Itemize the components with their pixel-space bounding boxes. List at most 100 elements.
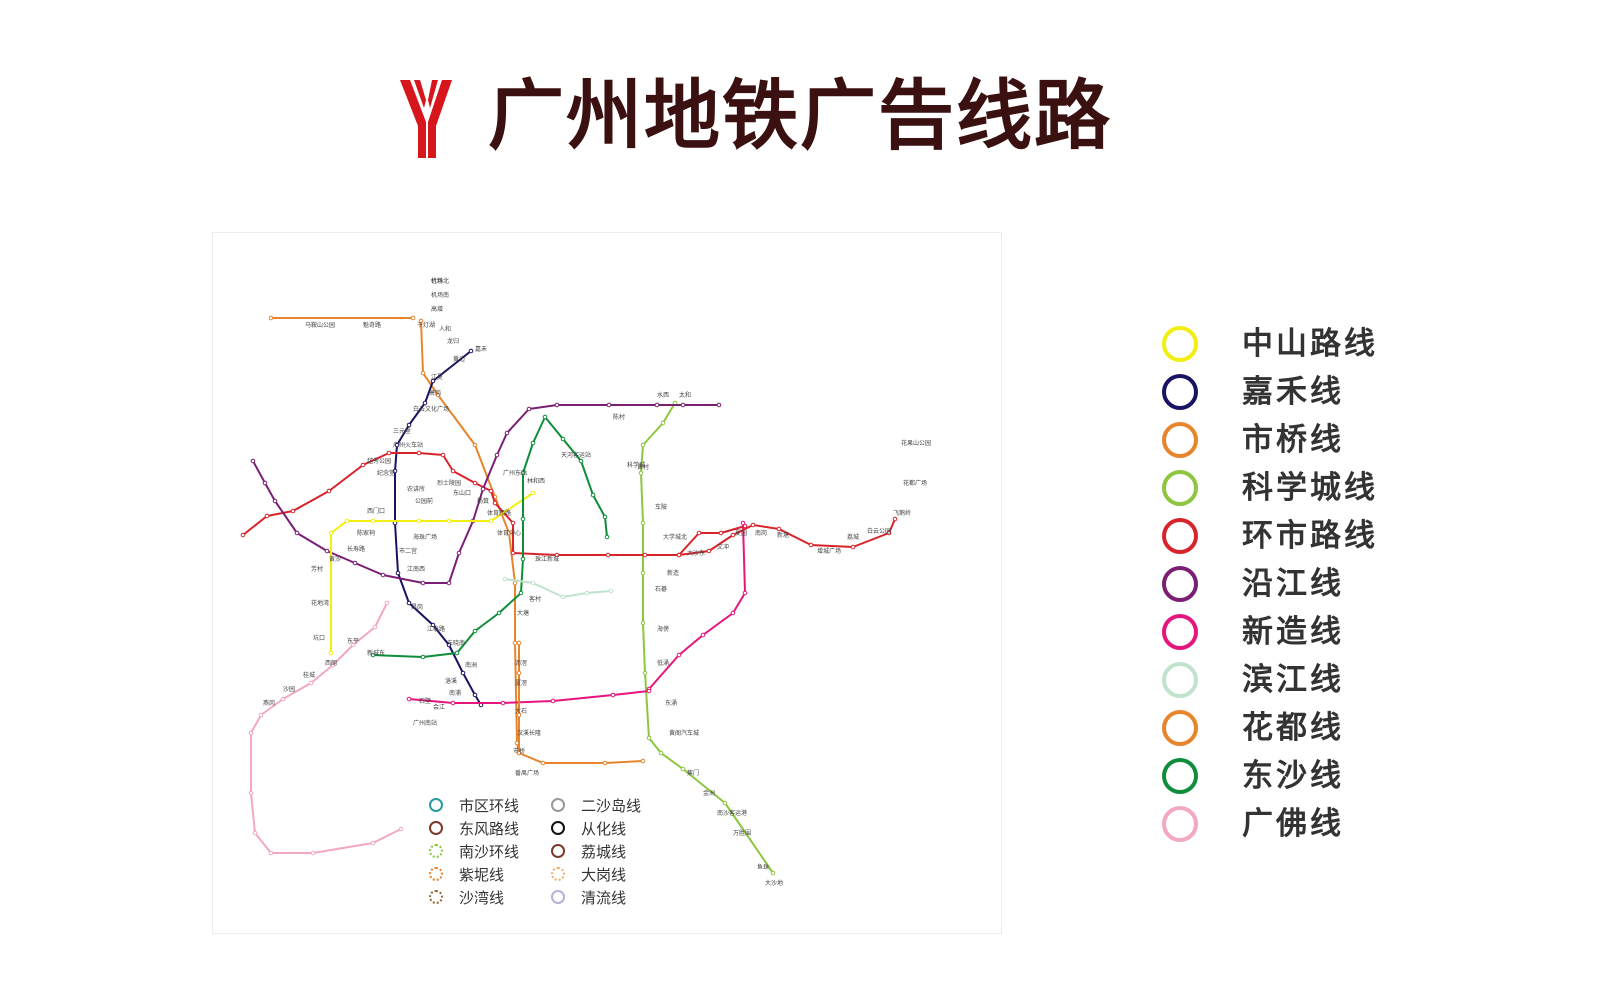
station-dot — [252, 830, 258, 836]
station-dot — [642, 552, 648, 558]
station-dot — [446, 580, 452, 586]
station-label: 烈士陵园 — [437, 479, 461, 487]
line-legend-item[interactable]: 环市路线 — [1162, 512, 1422, 560]
station-dot — [554, 552, 560, 558]
station-dot — [660, 420, 666, 426]
station-dot — [892, 516, 898, 522]
ring-icon — [1162, 662, 1198, 698]
metro-route-map: 机场北机场南高增人和龙归嘉禾黄边江夏萧岗白云文化广场三元里广州火车站越秀公园纪念… — [240, 277, 931, 887]
ring-icon — [1162, 374, 1198, 410]
station-label: 新造 — [667, 569, 679, 577]
station-label: 洛溪 — [445, 677, 457, 685]
station-dot — [706, 548, 712, 554]
map-legend-label: 清流线 — [581, 889, 627, 907]
station-label: 千灯湖 — [417, 321, 435, 329]
station-label: 公园前 — [415, 497, 433, 505]
station-dot — [512, 580, 518, 586]
station-dot — [516, 670, 522, 676]
station-label: 杨箕 — [477, 497, 489, 505]
station-label: 江夏 — [431, 374, 443, 381]
station-dot — [516, 750, 522, 756]
station-dot — [406, 422, 412, 428]
station-label: 人和 — [439, 325, 451, 333]
station-label: 广州火车站 — [393, 441, 423, 449]
station-dot — [446, 642, 452, 648]
station-dot — [640, 442, 646, 448]
station-dot — [520, 556, 526, 562]
station-dot — [372, 624, 378, 630]
station-dot — [268, 315, 274, 321]
station-label: 大沙东 — [687, 549, 705, 557]
station-dot — [440, 452, 446, 458]
station-label: 市二宫 — [399, 547, 417, 555]
station-label: 白云公园 — [867, 527, 891, 535]
line-legend-item[interactable]: 东沙线 — [1162, 752, 1422, 800]
station-label: 白云文化广场 — [413, 405, 449, 413]
station-label: 车陂 — [655, 503, 667, 511]
station-dot — [430, 622, 436, 628]
station-dot — [530, 580, 536, 586]
station-dot — [435, 392, 441, 398]
station-dot — [590, 492, 596, 498]
station-dot — [328, 650, 334, 656]
line-legend-item[interactable]: 花都线 — [1162, 704, 1422, 752]
station-dot — [540, 760, 546, 766]
station-label: 桂城 — [303, 671, 315, 679]
station-dot — [420, 370, 426, 376]
station-dot — [488, 518, 494, 524]
station-dot — [384, 600, 390, 606]
line-legend-item[interactable]: 滨江线 — [1162, 656, 1422, 704]
station-dot — [344, 518, 350, 524]
station-dot — [560, 594, 566, 600]
station-label: 新塘 — [777, 531, 789, 539]
station-dot — [554, 402, 560, 408]
station-label: 嘉禾 — [475, 345, 487, 353]
station-dot — [696, 530, 702, 536]
line-legend-item[interactable]: 市桥线 — [1162, 416, 1422, 464]
station-label: 厦滘 — [515, 679, 527, 687]
station-label: 鱼珠 — [757, 863, 769, 871]
station-label: 夏园 — [735, 530, 747, 537]
line-legend-item[interactable]: 中山路线 — [1162, 320, 1422, 368]
station-dot — [510, 550, 516, 556]
map-legend-label: 市区环线 — [459, 797, 520, 815]
line-legend-item[interactable]: 沿江线 — [1162, 560, 1422, 608]
station-label: 花都广场 — [903, 479, 927, 487]
station-label: 石壁 — [419, 697, 431, 705]
metro-map[interactable]: 机场北机场南高增人和龙归嘉禾黄边江夏萧岗白云文化广场三元里广州火车站越秀公园纪念… — [212, 232, 1002, 934]
station-dot — [310, 850, 316, 856]
line-legend-item[interactable]: 新造线 — [1162, 608, 1422, 656]
guangzhou-metro-logo-icon — [400, 80, 452, 158]
station-dot — [420, 654, 426, 660]
station-label: 黄沙 — [329, 555, 341, 563]
ring-icon — [1162, 470, 1198, 506]
station-dot — [488, 488, 494, 494]
metro-line-route — [252, 404, 719, 584]
map-legend-label: 东风路线 — [459, 820, 520, 838]
station-dot — [248, 790, 254, 796]
logo-left-arm — [400, 80, 426, 158]
station-dot — [646, 735, 652, 741]
metro-line-route — [394, 350, 482, 706]
station-dot — [328, 530, 334, 536]
station-dot — [248, 730, 254, 736]
logo-right-arm — [428, 80, 452, 158]
station-dot — [262, 480, 268, 486]
ring-icon — [429, 798, 443, 812]
line-legend-item[interactable]: 广佛线 — [1162, 800, 1422, 848]
station-label: 沙园 — [283, 686, 295, 693]
station-label: 龙归 — [447, 337, 459, 345]
station-label: 天河客运站 — [561, 451, 591, 459]
station-dot — [604, 534, 610, 540]
station-dot — [730, 532, 736, 538]
line-legend-item[interactable]: 嘉禾线 — [1162, 368, 1422, 416]
line-legend-item[interactable]: 科学城线 — [1162, 464, 1422, 512]
station-label: 花地湾 — [311, 599, 329, 607]
station-label: 大石 — [515, 707, 527, 715]
station-label: 新城东 — [367, 649, 385, 657]
station-dot — [518, 590, 524, 596]
station-dot — [380, 572, 386, 578]
station-label: 南沙客运港 — [717, 809, 747, 817]
station-dot — [640, 520, 646, 526]
station-label: 农讲所 — [407, 485, 425, 493]
